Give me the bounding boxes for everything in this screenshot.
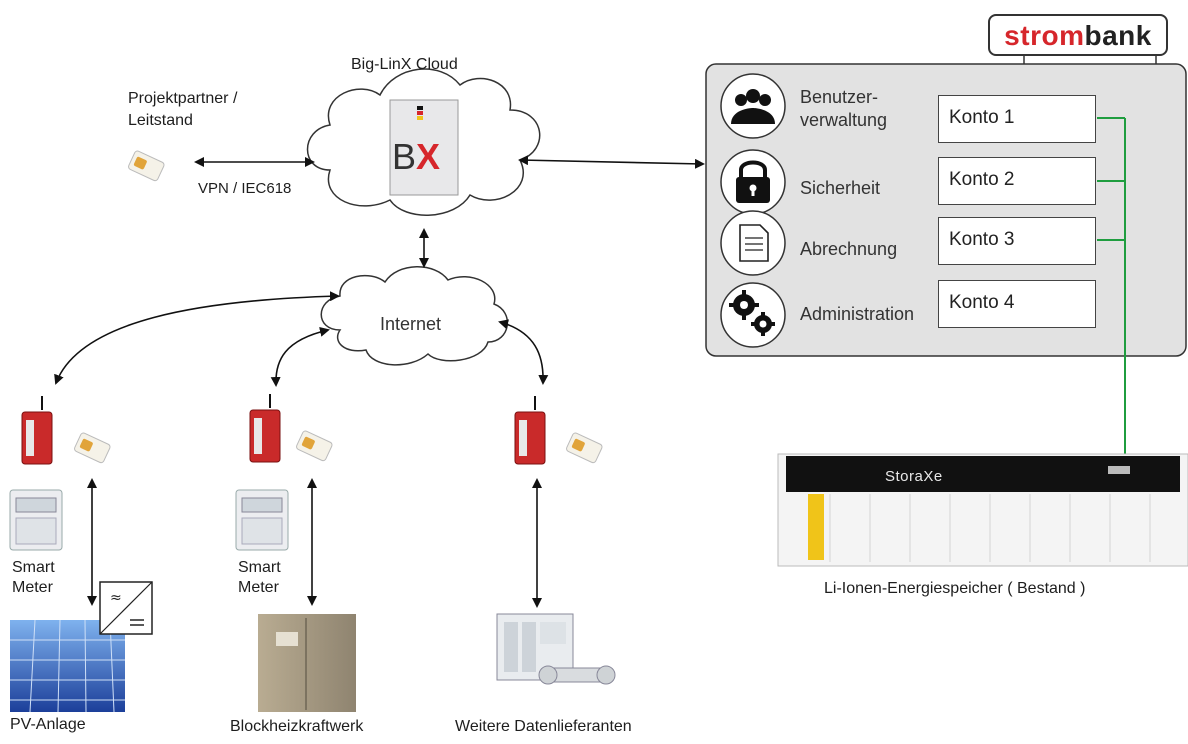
lock-icon <box>720 149 786 215</box>
bhkw-meter-label: Smart Meter <box>238 559 281 596</box>
internet-other-arrow <box>498 319 549 385</box>
internet-bhkw-arrow <box>270 326 330 387</box>
logo-part-bank: bank <box>1084 20 1152 51</box>
account-label: Konto 3 <box>949 229 1015 250</box>
inverter-icon: ≈ <box>99 581 153 635</box>
document-icon <box>720 210 786 276</box>
internet-cloud <box>320 266 509 366</box>
other-sources-label: Weitere Datenlieferanten <box>455 718 632 735</box>
partner-label-line1: Projektpartner / <box>128 90 238 107</box>
router-icon <box>21 396 53 465</box>
sim-card-icon <box>566 432 603 464</box>
bx-logo-x: X <box>416 136 441 177</box>
account-label: Konto 1 <box>949 107 1015 128</box>
menu-label-user-management: Benutzer- verwaltung <box>800 87 888 130</box>
pv-label: PV-Anlage <box>10 716 86 733</box>
users-icon <box>720 73 786 139</box>
menu-label-billing: Abrechnung <box>800 239 898 259</box>
pv-panel-image <box>10 619 125 713</box>
bx-gateway-device <box>389 99 459 196</box>
account-link-lines <box>1097 117 1126 458</box>
account-box-4: Konto 4 <box>938 280 1096 328</box>
sim-card-icon <box>74 432 111 464</box>
internet-pv-arrow <box>54 291 340 385</box>
menu-label-security: Sicherheit <box>800 178 881 198</box>
svg-text:≈: ≈ <box>110 590 122 606</box>
storaxe-brand: StoraXe <box>885 468 943 485</box>
sim-card-icon <box>296 430 333 462</box>
cloud-strombank-arrow <box>518 155 705 169</box>
strombank-logo: strombank <box>988 14 1168 56</box>
partner-label: Projektpartner / Leitstand <box>128 88 237 132</box>
pv-meter-label: Smart Meter <box>12 559 55 596</box>
sim-card-icon <box>128 150 165 182</box>
gears-icon <box>720 282 786 348</box>
storaxe-container-image <box>777 453 1188 567</box>
router-icon <box>249 394 281 463</box>
account-box-2: Konto 2 <box>938 157 1096 205</box>
bx-logo: BX <box>392 136 440 178</box>
cloud-title: Big-LinX Cloud <box>351 56 458 73</box>
smart-meter-icon <box>9 489 63 551</box>
protocol-label: VPN / IEC618 <box>198 180 292 197</box>
account-box-1: Konto 1 <box>938 95 1096 143</box>
bx-logo-b: B <box>392 136 417 177</box>
account-box-3: Konto 3 <box>938 217 1096 265</box>
storage-caption: Li-Ionen-Energiespeicher ( Bestand ) <box>824 580 1086 597</box>
bhkw-label: Blockheizkraftwerk <box>230 718 364 735</box>
partner-label-line2: Leitstand <box>128 112 193 129</box>
chp-cabinet-image <box>258 614 356 712</box>
account-label: Konto 4 <box>949 292 1015 313</box>
logo-part-strom: strom <box>1004 20 1085 51</box>
menu-label-administration: Administration <box>800 304 915 324</box>
account-label: Konto 2 <box>949 169 1015 190</box>
smart-meter-icon <box>235 489 289 551</box>
data-logger-image <box>496 613 616 685</box>
router-icon <box>514 396 546 465</box>
internet-label: Internet <box>380 314 442 334</box>
